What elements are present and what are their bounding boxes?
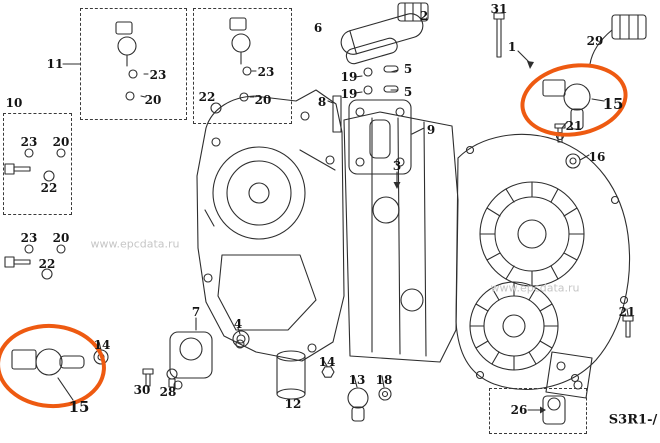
diagram-code: S3R1-/	[608, 412, 658, 428]
